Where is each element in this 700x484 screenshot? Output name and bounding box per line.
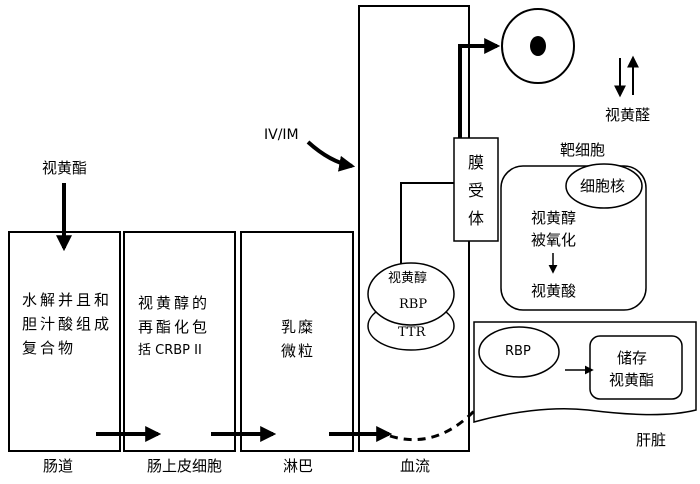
lymph-box <box>240 231 354 452</box>
lymph-box-line2: 微粒 <box>281 342 316 360</box>
nucleus-ellipse <box>565 163 643 209</box>
enterocyte-box-line3: 括 CRBP II <box>138 343 202 358</box>
nucleus-label: 细胞核 <box>580 177 626 195</box>
rbp-complex-ellipse <box>367 262 455 326</box>
blood-box <box>358 5 470 452</box>
liver-rbp-ellipse <box>478 326 560 378</box>
enterocyte-box-line1: 视黄醇的 <box>138 294 211 312</box>
storage-line1: 储存 <box>617 349 648 367</box>
iv-im-arrow <box>306 140 356 172</box>
arrow-receptor-to-cell <box>458 38 501 138</box>
target-cell-label: 靶细胞 <box>560 141 606 159</box>
blood-label: 血流 <box>400 457 431 475</box>
receptor-label: 膜受体 <box>468 153 485 228</box>
lymph-box-line1: 乳糜 <box>281 318 316 336</box>
connector-complex-receptor <box>400 182 454 264</box>
iv-im-label: IV/IM <box>264 127 299 143</box>
liver-rbp-label: RBP <box>505 344 531 359</box>
retinol-complex-label: 视黄醇 <box>388 271 428 286</box>
lymph-label: 淋巴 <box>283 457 314 475</box>
ttr-label: TTR <box>398 325 426 340</box>
enterocyte-box-line2: 再酯化包 <box>138 318 211 336</box>
receptor-box <box>453 137 499 242</box>
storage-box <box>589 335 683 400</box>
retinal-label: 视黄醛 <box>605 106 651 124</box>
retinyl-ester-input-label: 视黄酯 <box>42 159 88 177</box>
enterocyte-label: 肠上皮细胞 <box>147 457 223 475</box>
storage-line2: 视黄酯 <box>609 371 655 389</box>
intestine-box-text: 水解并且和胆汁酸组成复合物 <box>22 291 113 357</box>
oxidation-line2: 被氧化 <box>531 231 577 249</box>
liver-label: 肝脏 <box>636 431 667 449</box>
retinoic-acid-label: 视黄酸 <box>531 282 577 300</box>
oxidation-line1: 视黄醇 <box>531 209 577 227</box>
rbp-complex-label: RBP <box>399 297 428 312</box>
eye-nucleus <box>530 36 546 56</box>
enterocyte-box <box>123 231 236 452</box>
intestine-box <box>8 231 121 452</box>
intestine-label: 肠道 <box>43 457 74 475</box>
